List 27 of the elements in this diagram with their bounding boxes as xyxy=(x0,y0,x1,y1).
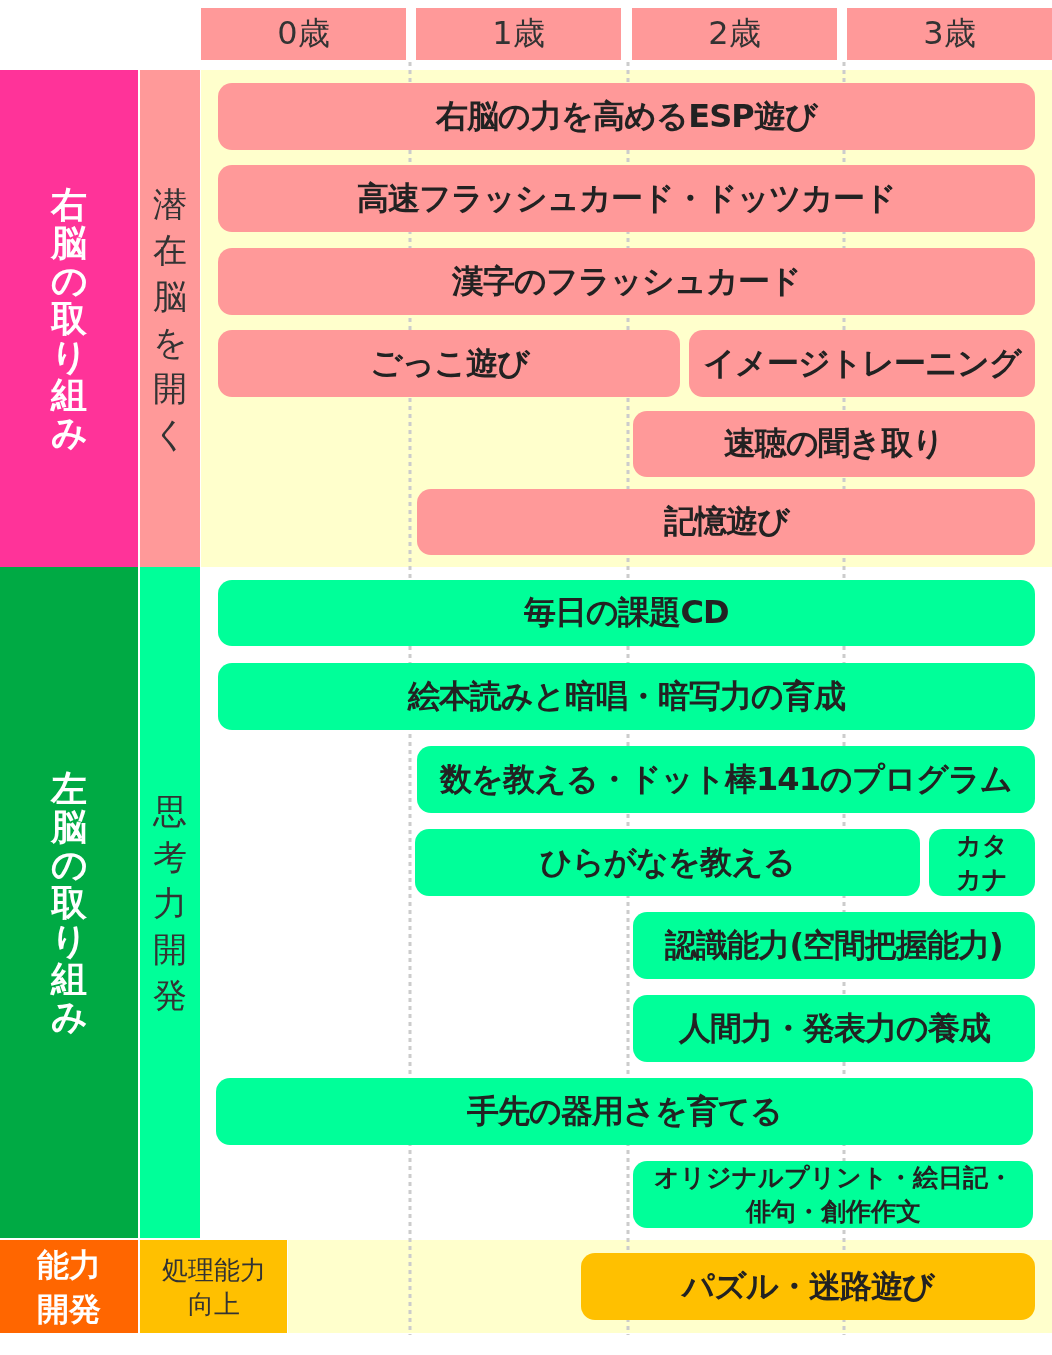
age-header: 3歳 xyxy=(847,8,1052,60)
activity-bar: 高速フラッシュカード・ドッツカード xyxy=(218,165,1035,232)
age-header: 0歳 xyxy=(201,8,406,60)
activity-bar: 手先の器用さを育てる xyxy=(216,1078,1033,1145)
activity-bar: カタカナ xyxy=(929,829,1035,896)
activity-bar: 数を教える・ドット棒141のプログラム xyxy=(417,746,1035,813)
activity-bar: ごっこ遊び xyxy=(218,330,680,397)
age-header: 1歳 xyxy=(416,8,621,60)
activity-bar: 速聴の聞き取り xyxy=(633,411,1035,477)
subcategory-band: 処理能力向上 xyxy=(140,1240,287,1333)
activity-bar: 漢字のフラッシュカード xyxy=(218,248,1035,315)
subcategory-band: 思考力開発 xyxy=(140,567,200,1238)
activity-bar: 記憶遊び xyxy=(417,489,1035,555)
activity-bar: 絵本読みと暗唱・暗写力の育成 xyxy=(218,663,1035,730)
activity-bar: 毎日の課題CD xyxy=(218,580,1035,646)
category-band: 右脳の取り組み xyxy=(0,70,138,567)
activity-bar: イメージトレーニング xyxy=(689,330,1035,397)
category-band: 左脳の取り組み xyxy=(0,567,138,1238)
activity-bar: オリジナルプリント・絵日記・俳句・創作作文 xyxy=(633,1161,1033,1228)
subcategory-band: 潜在脳を開く xyxy=(140,70,200,567)
category-band: 能力開発 xyxy=(0,1240,138,1333)
activity-bar: ひらがなを教える xyxy=(415,829,920,896)
activity-bar: 右脳の力を高めるESP遊び xyxy=(218,83,1035,150)
activity-bar: 認識能力(空間把握能力) xyxy=(633,912,1035,979)
activity-bar: パズル・迷路遊び xyxy=(581,1253,1035,1320)
age-header: 2歳 xyxy=(632,8,837,60)
activity-bar: 人間力・発表力の養成 xyxy=(633,995,1035,1062)
